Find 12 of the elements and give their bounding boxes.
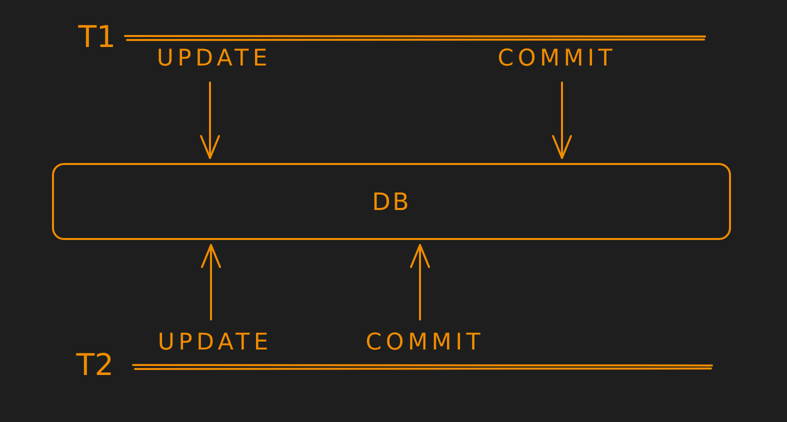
arrow: [201, 244, 221, 320]
transaction-label: T2: [76, 351, 114, 381]
operation-label: COMMIT: [366, 332, 484, 354]
operation-label: COMMIT: [498, 48, 616, 70]
database-box: [52, 163, 731, 240]
database-label: DB: [372, 190, 411, 214]
arrow: [200, 82, 220, 159]
transaction-label: T1: [78, 23, 116, 53]
arrow: [552, 82, 572, 159]
arrow: [410, 244, 430, 320]
operation-label: UPDATE: [158, 332, 272, 354]
operation-label: UPDATE: [156, 48, 272, 70]
